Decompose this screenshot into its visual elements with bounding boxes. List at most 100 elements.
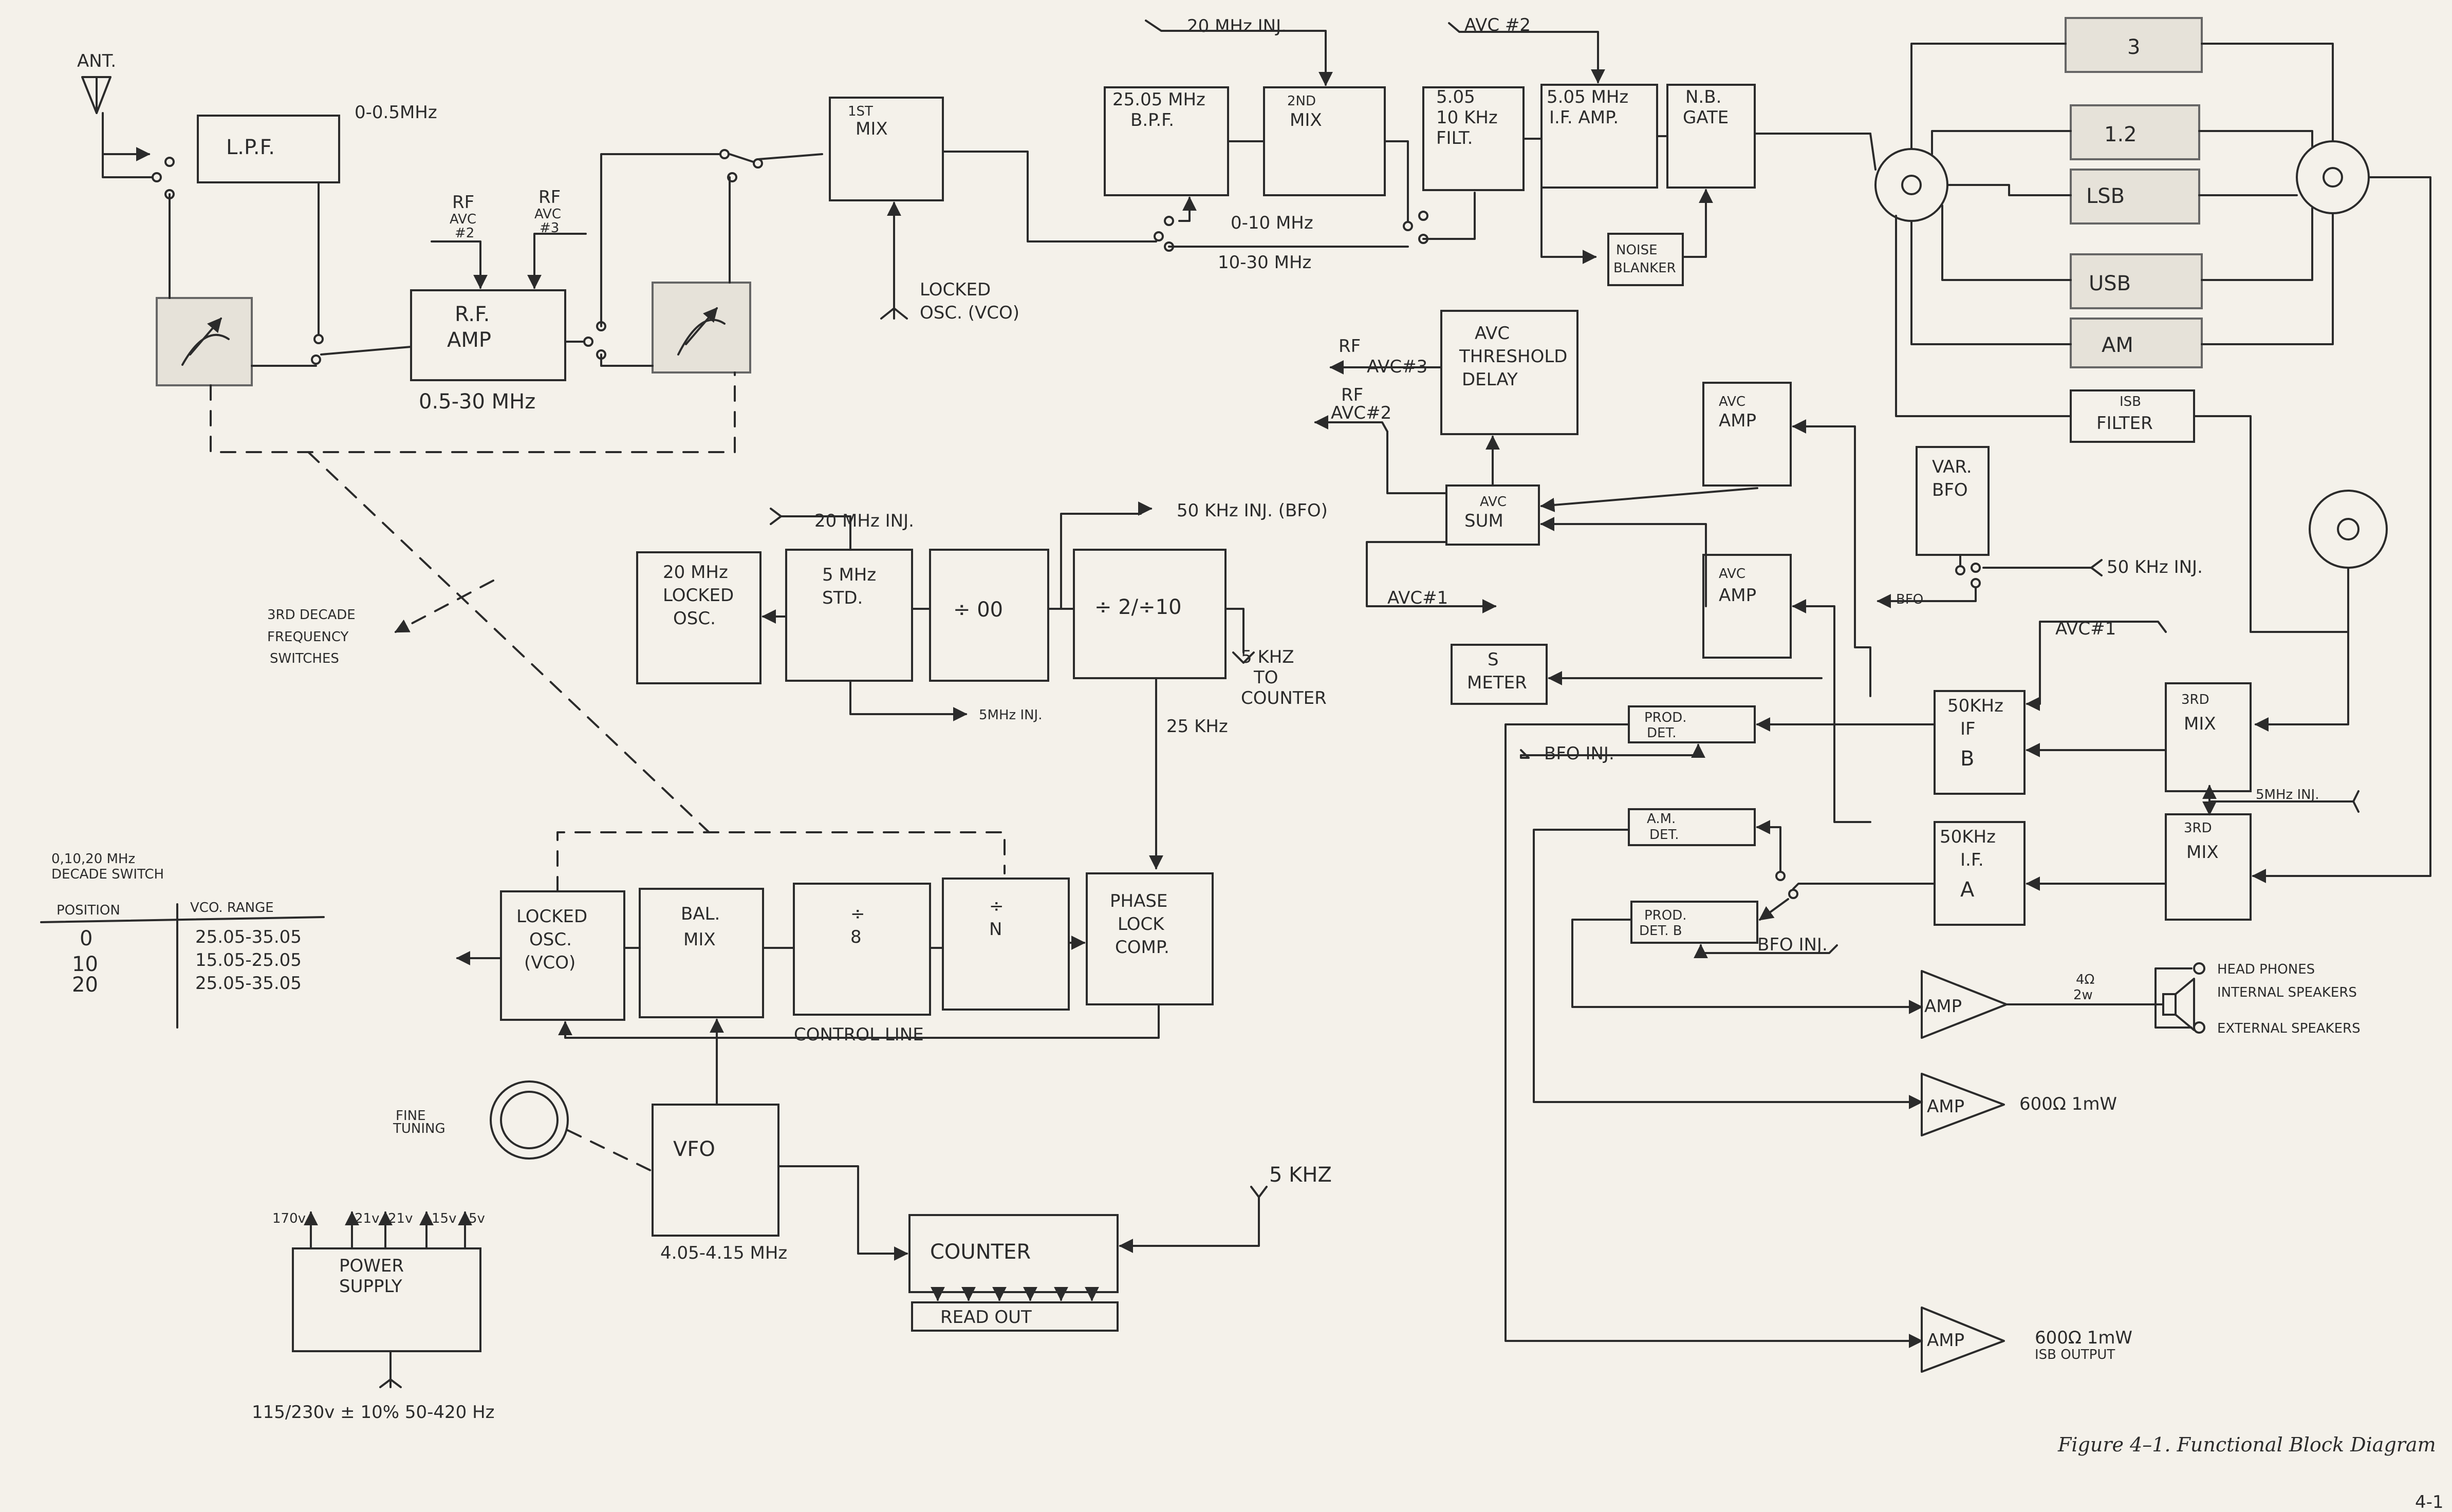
- inj-50khz-bfo: 50 KHz INJ. (BFO): [1177, 500, 1328, 521]
- locked-osc-vco-l2: OSC. (VCO): [920, 303, 1019, 323]
- filt-block: 5.05 10 KHz FILT.: [1422, 86, 1543, 191]
- s-meter-l2: METER: [1467, 673, 1527, 693]
- antenna-label: ANT.: [77, 51, 116, 71]
- filter-lsb: LSB: [2086, 184, 2125, 208]
- avc-amp2-l1: AVC: [1719, 566, 1745, 582]
- volt-170: 170v: [272, 1211, 306, 1226]
- mix3a-l2: MIX: [2186, 842, 2219, 863]
- rf-amp-block: R.F. AMP 0.5-30 MHz RF AVC #2 RF AVC #3: [410, 187, 606, 414]
- avc1-in: AVC#1: [2055, 619, 2116, 639]
- amp1-spec-l2: 2w: [2073, 987, 2093, 1003]
- avc-thr-l3: DELAY: [1462, 369, 1518, 390]
- preselector-1: [156, 240, 412, 386]
- vco-hdr-range: VCO. RANGE: [190, 900, 274, 916]
- ps-l2: SUPPLY: [339, 1276, 402, 1297]
- filt-l1: 5.05: [1436, 87, 1475, 107]
- counter-block: COUNTER READ OUT 5 KHZ: [908, 1163, 1332, 1332]
- bfo-inj-2: BFO INJ.: [1757, 935, 1828, 955]
- noise-blanker-block: NOISE BLANKER: [1607, 189, 1713, 286]
- rf-avc3-out-l1: RF: [1339, 336, 1361, 357]
- bfo-inj-1: BFO INJ.: [1544, 743, 1614, 764]
- avc-amp2-l2: AMP: [1719, 585, 1756, 606]
- mix3b-l2: MIX: [2184, 714, 2216, 734]
- if50b-l1: 50KHz: [1947, 696, 2003, 716]
- control-line: CONTROL LINE: [794, 1024, 924, 1045]
- s-meter-l1: S: [1488, 649, 1499, 670]
- divn-l2: N: [989, 919, 1002, 940]
- audio-amp-3: AMP 600Ω 1mW ISB OUTPUT: [1921, 1306, 2132, 1373]
- filter-bank: 3 1.2 LSB USB AM ISB FILTER: [1869, 17, 2431, 883]
- output-internal: INTERNAL SPEAKERS: [2217, 985, 2357, 1000]
- prod-det-l1: PROD.: [1644, 710, 1687, 725]
- if50-a-block: 50KHz I.F. A: [1934, 821, 2167, 926]
- amp3-spec-l2: ISB OUTPUT: [2035, 1347, 2115, 1362]
- isb-filter-l2: FILTER: [2096, 413, 2153, 434]
- pl-l2: LOCK: [1118, 914, 1165, 935]
- audio-amp-1: AMP 4Ω 2w HEAD PHONES INTERNAL SPEAKERS …: [1921, 962, 2361, 1039]
- mix3b-l1: 3RD: [2181, 692, 2209, 707]
- if50-b-block: 50KHz IF B AVC#1: [1756, 619, 2167, 795]
- decade-l1: 3RD DECADE: [267, 607, 356, 623]
- vfo-block: VFO 4.05-4.15 MHz: [652, 1018, 908, 1263]
- khz5-label: 5 KHZ: [1269, 1163, 1332, 1187]
- fine-tuning-l2: TUNING: [393, 1121, 445, 1136]
- prod-det-l2: DET.: [1647, 725, 1677, 741]
- pl-l3: COMP.: [1115, 937, 1169, 958]
- avc-amp-1: AVC AMP: [1702, 382, 1871, 697]
- volt-21a: 21v: [355, 1211, 379, 1226]
- bal-mix-l2: MIX: [683, 929, 716, 950]
- div8-l1: ÷: [850, 904, 865, 924]
- vco-row0-range: 25.05-35.05: [195, 927, 302, 947]
- bpf-l2: B.P.F.: [1130, 110, 1174, 130]
- vco-row2-pos: 20: [72, 973, 98, 997]
- range-0-10: 0-10 MHz: [1231, 213, 1313, 233]
- mix3-a-block: 3RD MIX 5MHz INJ.: [2165, 785, 2360, 921]
- if50a-l2: I.F.: [1960, 850, 1984, 870]
- div-100-block: ÷ 00: [929, 549, 1075, 682]
- rf-avc2-l3: #2: [455, 226, 474, 241]
- pll-lo-l2: OSC.: [529, 929, 572, 950]
- am-det-block: A.M. DET.: [1533, 808, 1923, 1109]
- rf-amp-line1: R.F.: [455, 303, 490, 326]
- lo20-l3: OSC.: [673, 608, 716, 629]
- mix1-l2: MIX: [856, 119, 888, 139]
- if50a-l1: 50KHz: [1940, 827, 1996, 847]
- rf-avc3-l1: RF: [538, 187, 561, 208]
- prod-det-b-l1: PROD.: [1644, 908, 1687, 923]
- div-8-block: ÷ 8: [793, 883, 944, 1016]
- decade-l3: SWITCHES: [270, 651, 339, 666]
- mix1-l1: 1ST: [848, 104, 873, 119]
- amp2-label: AMP: [1927, 1096, 1964, 1117]
- khz25: 25 KHz: [1166, 716, 1228, 737]
- locked-osc-20-block: 20 MHz LOCKED OSC.: [636, 551, 761, 684]
- volt-21b: 21v: [388, 1211, 413, 1226]
- mains-label: 115/230v ± 10% 50-420 Hz: [252, 1402, 495, 1423]
- bal-mix-l1: BAL.: [681, 904, 720, 924]
- vco-row2-range: 25.05-35.05: [195, 973, 302, 994]
- filter-am: AM: [2102, 333, 2133, 357]
- filt-l2: 10 KHz: [1436, 107, 1498, 128]
- amp2-spec: 600Ω 1mW: [2019, 1094, 2117, 1114]
- std5-l2: STD.: [822, 588, 863, 608]
- vco-row0-pos: 0: [80, 927, 92, 950]
- if-amp-l2: I.F. AMP.: [1549, 107, 1619, 128]
- mix3-b-block: 3RD MIX: [2165, 682, 2252, 792]
- avc-sum-block: AVC SUM AVC#1: [1366, 435, 1758, 613]
- filter-1-2: 1.2: [2104, 123, 2137, 146]
- avc1-out: AVC#1: [1387, 588, 1448, 608]
- avc-sum-l2: SUM: [1464, 511, 1503, 531]
- vco-table-title-l1: 0,10,20 MHz: [51, 851, 135, 867]
- filter-3: 3: [2127, 35, 2140, 59]
- inj-20mhz-mid: 20 MHz INJ.: [814, 511, 914, 531]
- avc-sum-l1: AVC: [1480, 494, 1507, 510]
- fine-tuning-l1: FINE: [396, 1108, 426, 1124]
- filter-usb: USB: [2089, 272, 2131, 295]
- mix2-block: 2ND MIX 20 MHz INJ. 0-10 MHz 10-30 MHz: [1145, 16, 1476, 273]
- output-external: EXTERNAL SPEAKERS: [2217, 1021, 2361, 1036]
- vco-table-title-l2: DECADE SWITCH: [51, 867, 164, 882]
- rf-avc2-l1: RF: [452, 192, 474, 213]
- rf-avc2-out-l2: AVC#2: [1331, 403, 1391, 423]
- vco-row1-pos: 10: [72, 953, 98, 976]
- decade-switch-label: 3RD DECADE FREQUENCY SWITCHES: [267, 607, 356, 666]
